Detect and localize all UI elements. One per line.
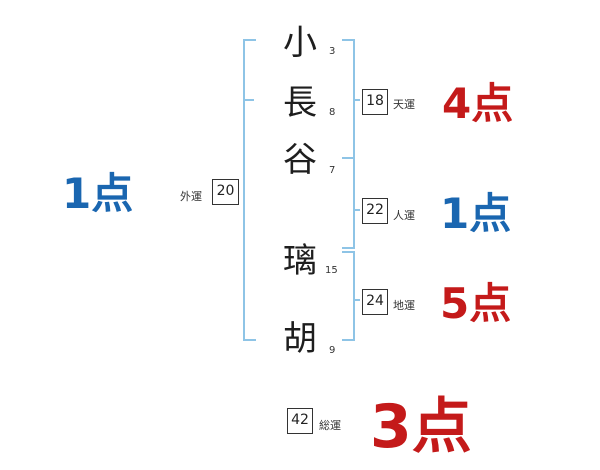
ten-value-box: 18: [362, 89, 388, 115]
surname-stroke-2: 8: [329, 107, 336, 118]
jin-value-box: 22: [362, 198, 388, 224]
surname-char-3: 谷: [283, 140, 317, 180]
chi-score: 5点: [440, 279, 512, 328]
chi-label: 地運: [393, 299, 415, 312]
surname-stroke-1: 3: [329, 46, 336, 57]
total-score: 3点: [370, 392, 472, 462]
given-stroke-1: 15: [325, 265, 338, 276]
total-value-box: 42: [287, 408, 313, 434]
given-char-1: 璃: [283, 241, 317, 281]
given-stroke-2: 9: [329, 345, 336, 356]
surname-stroke-3: 7: [329, 165, 336, 176]
ten-label: 天運: [393, 98, 415, 111]
total-label: 総運: [319, 419, 341, 432]
ten-score: 4点: [442, 79, 514, 128]
jin-label: 人運: [393, 209, 415, 222]
gai-score: 1点: [62, 169, 134, 218]
chi-value-box: 24: [362, 289, 388, 315]
given-char-2: 胡: [283, 319, 317, 359]
gai-value-box: 20: [212, 179, 239, 205]
surname-char-1: 小: [283, 23, 317, 63]
gai-label: 外運: [180, 190, 202, 203]
surname-char-2: 長: [283, 83, 317, 123]
jin-score: 1点: [440, 189, 512, 238]
